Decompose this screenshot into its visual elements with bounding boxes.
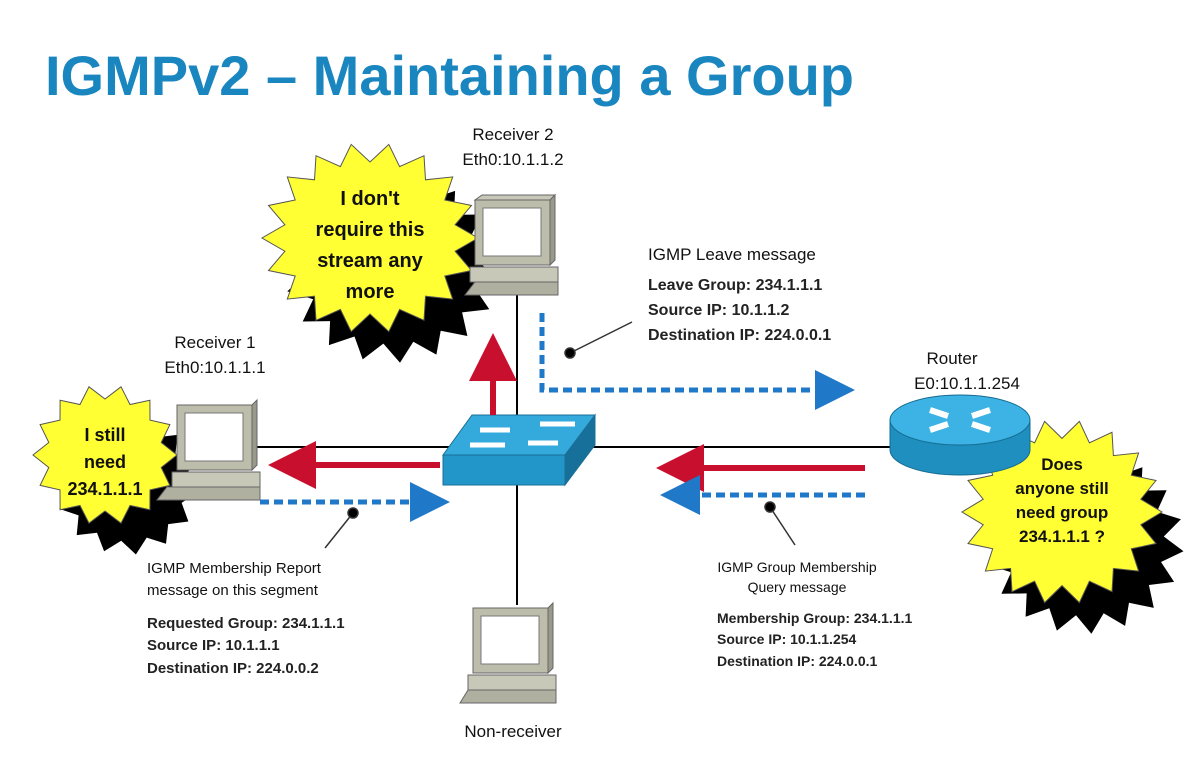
- receiver1-bubble-text: 234.1.1.1: [67, 479, 142, 499]
- receiver1-speech-burst: [32, 386, 178, 524]
- query-msg-line: Destination IP: 224.0.0.1: [717, 653, 877, 669]
- receiver1-bubble-text: need: [84, 452, 126, 472]
- query-msg-line: Membership Group: 234.1.1.1: [717, 610, 912, 626]
- report-msg-line: Source IP: 10.1.1.1: [147, 637, 280, 654]
- page-title: IGMPv2 – Maintaining a Group: [45, 44, 854, 107]
- receiver1-ip: Eth0:10.1.1.1: [164, 358, 265, 377]
- receiver2-name: Receiver 2: [472, 125, 553, 144]
- computer-icon-receiver1: [155, 398, 261, 501]
- receiver2-ip: Eth0:10.1.1.2: [462, 150, 563, 169]
- receiver1-bubble-text: I still: [84, 425, 125, 445]
- report-msg-line: Destination IP: 224.0.0.2: [147, 660, 319, 677]
- router-icon: [889, 394, 1031, 476]
- leave-msg-line: Destination IP: 224.0.0.1: [648, 327, 831, 344]
- receiver1-name: Receiver 1: [174, 333, 255, 352]
- router-ip: E0:10.1.1.254: [914, 374, 1020, 393]
- router-bubble-text: Does: [1041, 455, 1083, 474]
- router-name: Router: [926, 349, 977, 368]
- report-msg-heading: message on this segment: [147, 582, 319, 599]
- query-msg-heading: Query message: [748, 579, 847, 595]
- receiver2-bubble-text: require this: [316, 219, 425, 241]
- router-bubble-text: anyone still: [1015, 479, 1109, 498]
- receiver2-bubble-text: more: [346, 281, 395, 303]
- query-msg-heading: IGMP Group Membership: [717, 559, 876, 575]
- receiver2-speech-burst: [260, 143, 480, 333]
- router-bubble-text: 234.1.1.1 ?: [1019, 527, 1105, 546]
- blue-dashed-arrow-leave: [539, 313, 855, 410]
- non-receiver-name: Non-receiver: [464, 722, 562, 741]
- query-msg-line: Source IP: 10.1.1.254: [717, 631, 857, 647]
- report-msg-heading: IGMP Membership Report: [147, 560, 322, 577]
- report-msg-line: Requested Group: 234.1.1.1: [147, 615, 345, 632]
- receiver2-bubble-text: I don't: [340, 188, 400, 210]
- callout-pointers: [324, 321, 796, 549]
- leave-msg-line: Leave Group: 234.1.1.1: [648, 277, 822, 294]
- leave-msg-line: Source IP: 10.1.1.2: [648, 302, 790, 319]
- computer-icon-receiver2: [463, 193, 559, 296]
- receiver2-bubble-text: stream any: [317, 250, 423, 272]
- leave-msg-heading: IGMP Leave message: [648, 245, 816, 264]
- computer-icon-non-receiver: [459, 601, 557, 704]
- router-bubble-text: need group: [1016, 503, 1109, 522]
- switch-icon: [442, 413, 596, 487]
